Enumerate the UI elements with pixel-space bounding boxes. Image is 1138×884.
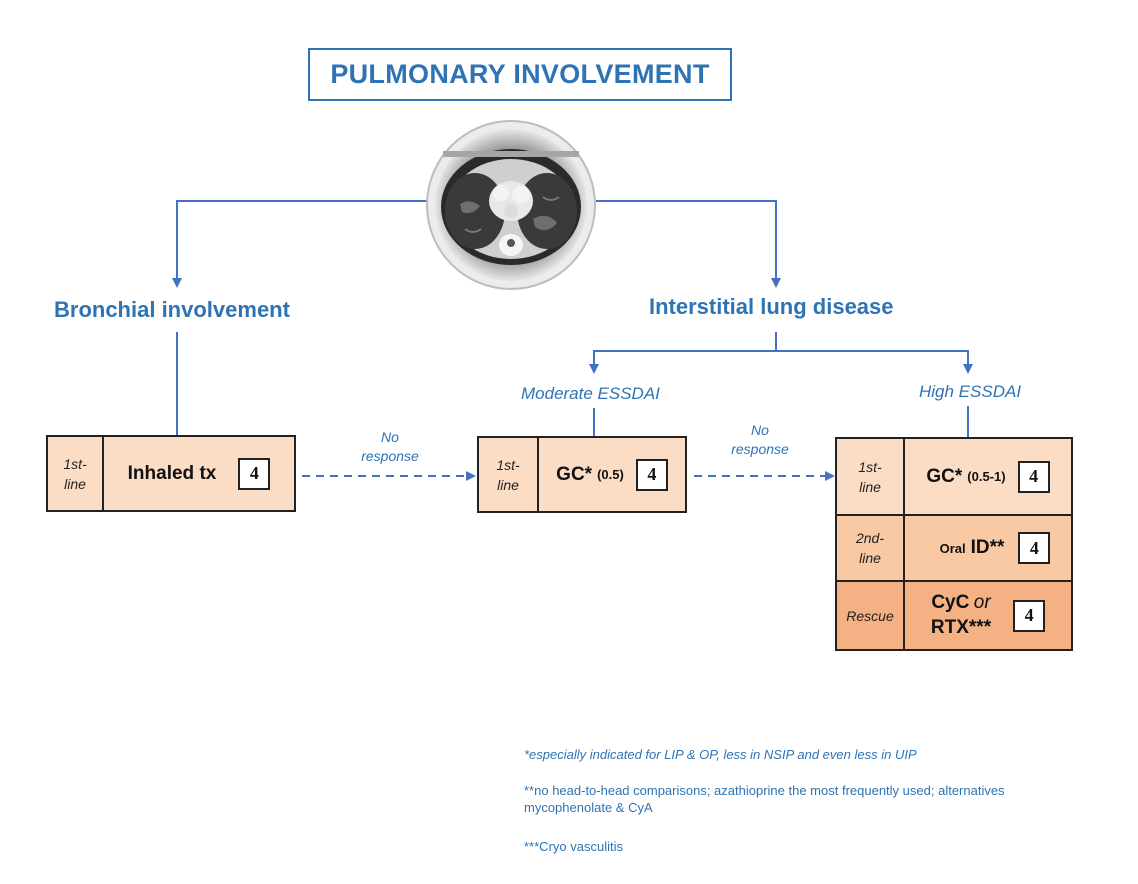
footnote-2: **no head-to-head comparisons; azathiopr… [524, 783, 1005, 815]
no-response-label-1: No response [361, 429, 419, 464]
drug-prefix: Oral [939, 540, 966, 556]
drug-dose: (0.5) [597, 467, 624, 482]
treatment-cell: GC* (0.5-1) 4 [905, 439, 1071, 514]
score-box: 4 [1018, 532, 1051, 564]
moderate-essdai-label: Moderate ESSDAI [521, 384, 660, 403]
ild-heading: Interstitial lung disease [649, 294, 894, 319]
ild-split-line [589, 332, 777, 374]
ct-scan-image [426, 120, 596, 290]
score-box: 4 [1013, 599, 1046, 632]
drug-name-rtx: RTX*** [930, 617, 992, 638]
treatment-cell: CyC or RTX*** 4 [905, 582, 1071, 649]
high-row-second-line: 2nd-line Oral ID** 4 [837, 516, 1071, 582]
drug-dose: (0.5-1) [967, 469, 1006, 484]
no-response-label-2: No response [731, 422, 789, 457]
high-row-first-line: 1st-line GC* (0.5-1) 4 [837, 439, 1071, 516]
line-label: Rescue [837, 582, 905, 649]
drug-name: Inhaled tx [127, 462, 217, 484]
arrow-ct-to-bronchial [172, 200, 430, 288]
bronchial-involvement-heading: Bronchial involvement [54, 297, 290, 322]
score-box: 4 [635, 458, 668, 491]
high-row-rescue: Rescue CyC or RTX*** 4 [837, 582, 1071, 649]
drug-or: or [973, 592, 991, 613]
score-box: 4 [1017, 460, 1050, 493]
ild-split-line-right [776, 350, 973, 374]
line-label: 1st-line [48, 437, 104, 510]
footnote-3: ***Cryo vasculitis [524, 839, 623, 854]
drug-name: ID** [970, 537, 1005, 558]
drug-name-cyc: CyC [931, 592, 970, 613]
drug-name: GC* [926, 465, 963, 487]
treatment-cell: GC* (0.5) 4 [539, 438, 685, 511]
line-label: 1st-line [479, 438, 539, 511]
treatment-cell: Oral ID** 4 [905, 516, 1071, 580]
line-label: 2nd-line [837, 516, 905, 580]
line-label: 1st-line [837, 439, 905, 514]
footnote-1: *especially indicated for LIP & OP, less… [524, 747, 917, 762]
drug-name: GC* [556, 463, 593, 485]
high-essdai-label: High ESSDAI [919, 382, 1022, 401]
treatment-cell: Inhaled tx 4 [104, 437, 294, 510]
score-box: 4 [238, 457, 271, 490]
rescue-drugs: CyC or RTX*** [931, 591, 991, 640]
page-title: PULMONARY INVOLVEMENT [308, 48, 732, 101]
high-treatment-box: 1st-line GC* (0.5-1) 4 2nd-line Oral ID*… [835, 437, 1073, 651]
arrow-ct-to-ild [596, 200, 781, 288]
moderate-treatment-box: 1st-line GC* (0.5) 4 [477, 436, 687, 513]
bronchial-treatment-box: 1st-line Inhaled tx 4 [46, 435, 296, 512]
